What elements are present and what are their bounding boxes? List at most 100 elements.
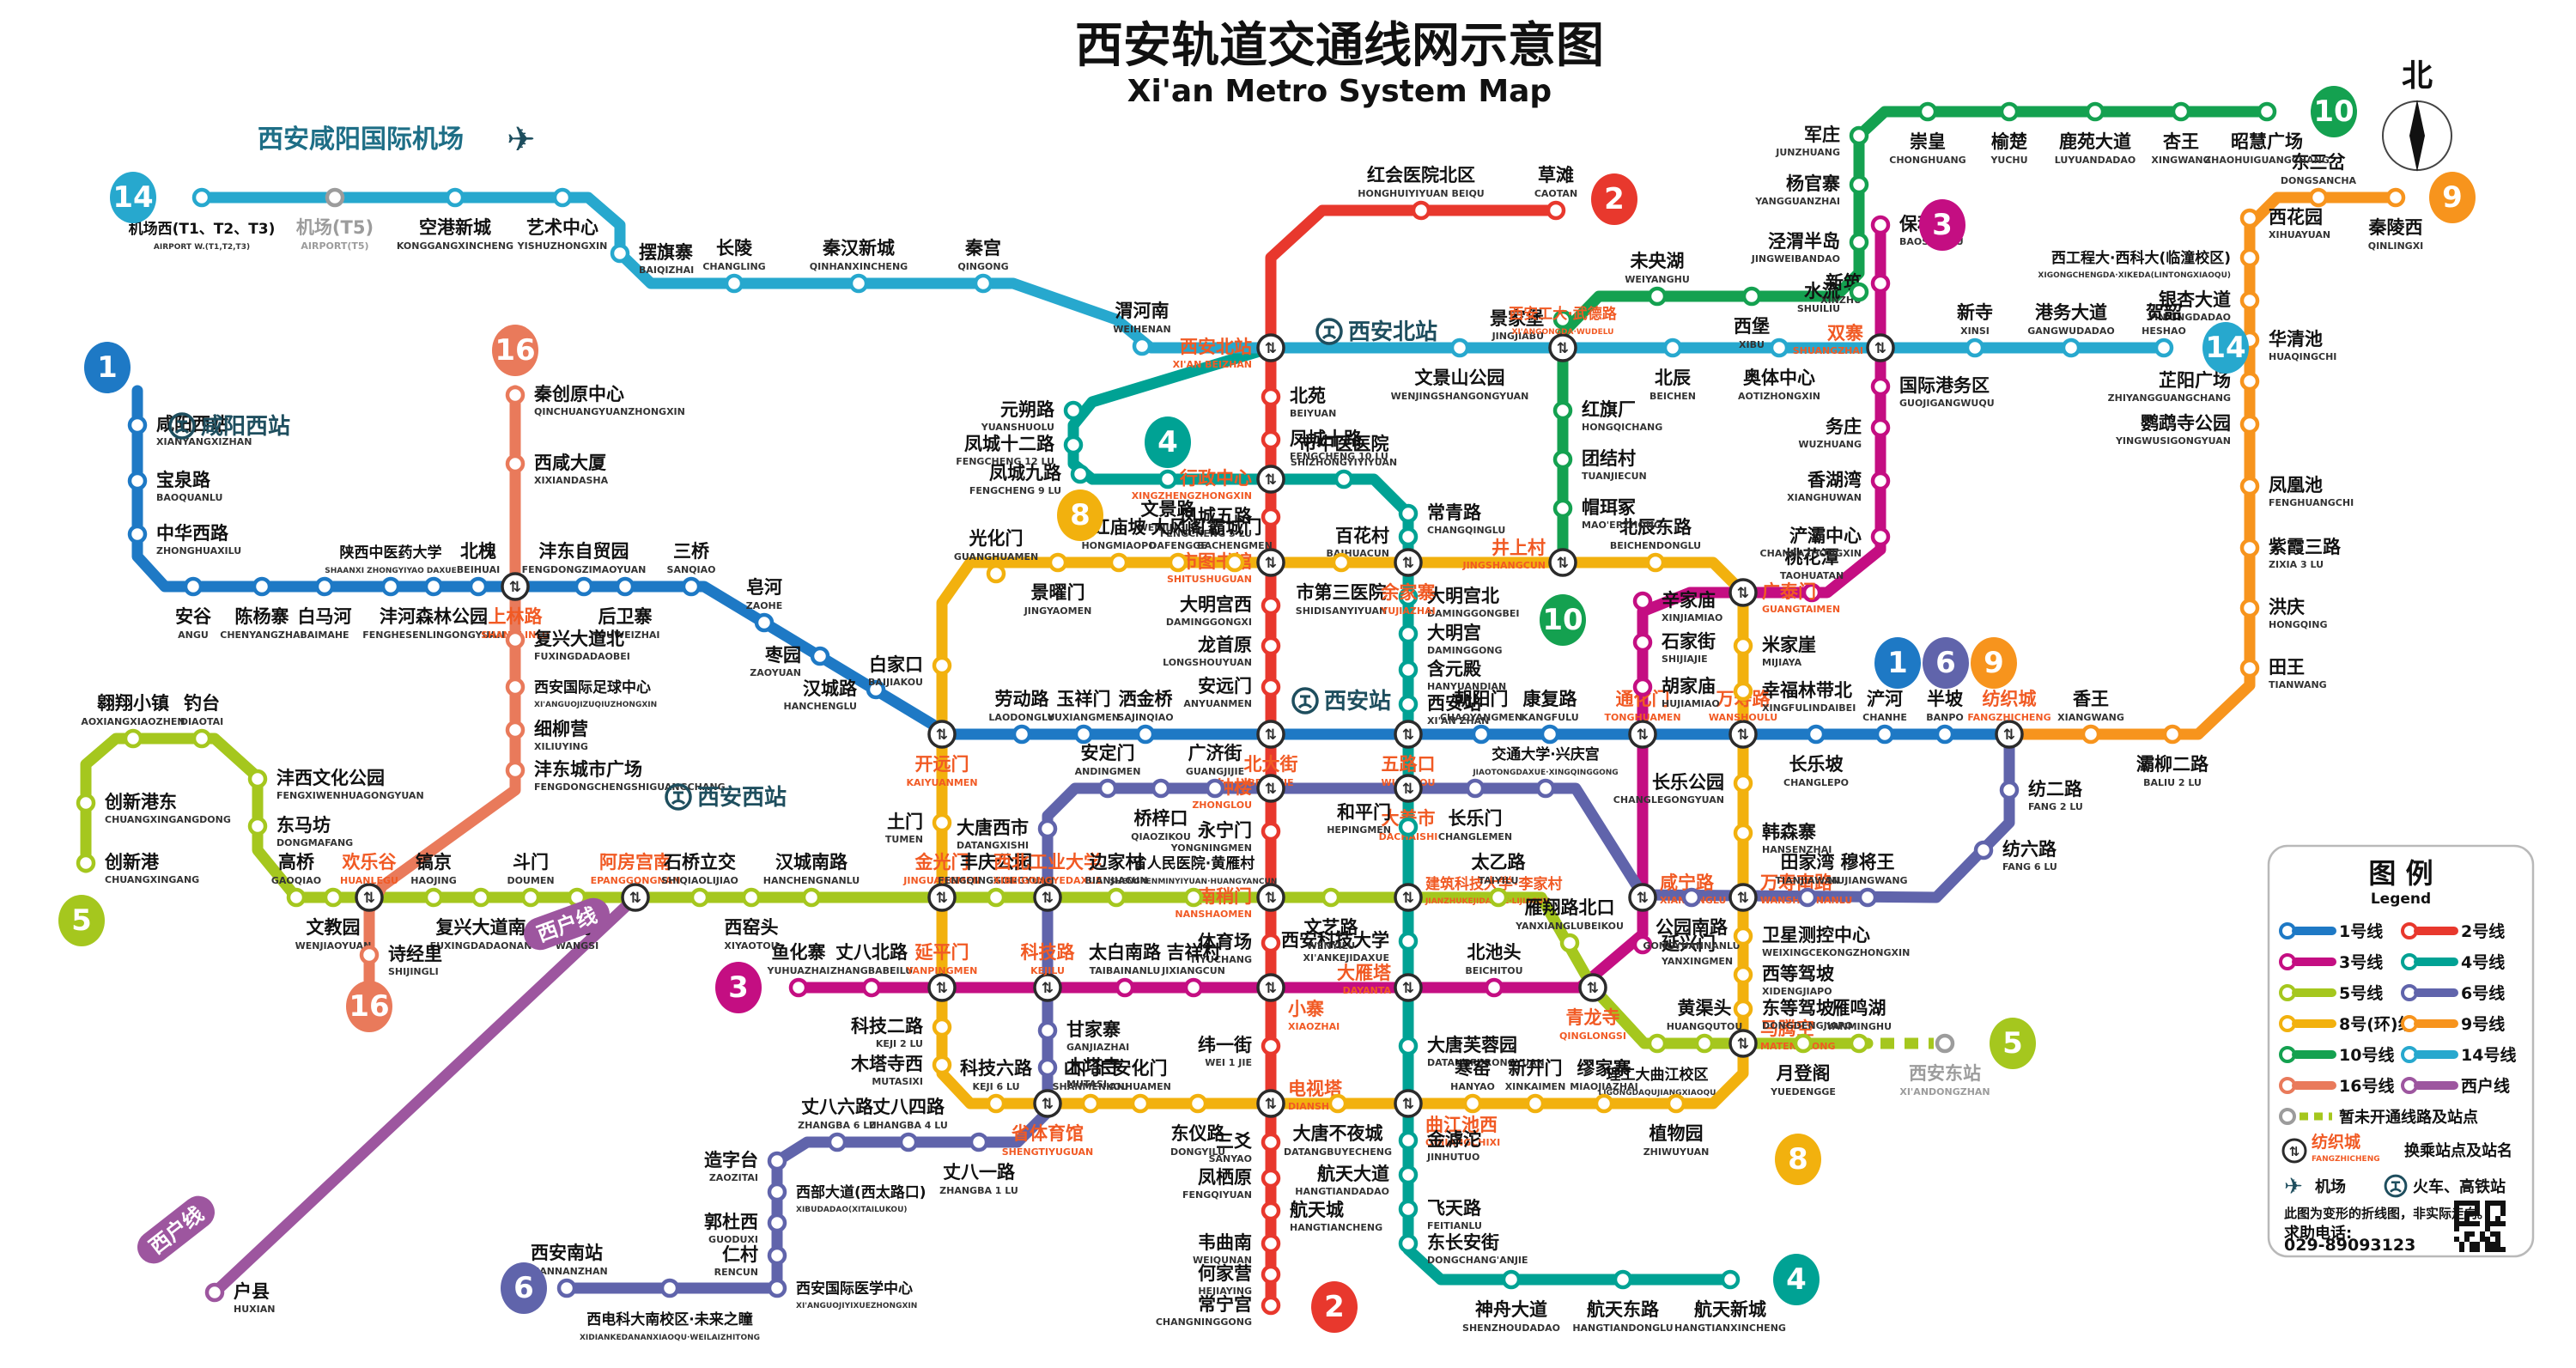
legend-item-label: 6号线	[2461, 983, 2505, 1003]
station-dot	[1733, 926, 1753, 946]
station-dot	[1733, 823, 1753, 843]
station-name: 沣东城市广场	[534, 759, 642, 780]
badge-number: 1	[1887, 646, 1908, 680]
transfer-arrows-icon: ⇅	[1737, 890, 1749, 907]
transfer-icon	[621, 883, 650, 912]
station-pinyin: CHUANGXINGANG	[105, 874, 199, 885]
station-name: 大明宫西	[1180, 594, 1252, 615]
station-name: 常青路	[1427, 502, 1482, 523]
station-name: 丈八一路	[943, 1162, 1016, 1183]
line-5	[80, 733, 1934, 1049]
station-pinyin: XIGONGCHENGDA·XIKEDA(LINTONGXIAOQU)	[2038, 271, 2231, 280]
station-pinyin: YUCHU	[1990, 155, 2027, 166]
station-name: 水流	[1804, 281, 1840, 301]
station-pinyin: DATANGFURONGYUAN	[1427, 1057, 1545, 1068]
legend-item-label: 14号线	[2461, 1045, 2516, 1065]
badge-line-10: 10	[1540, 594, 1586, 646]
station-name: 大明宫北	[1427, 586, 1499, 606]
station-dot	[1540, 724, 1560, 745]
station-pinyin: JINGWEIBANDAO	[1751, 253, 1840, 264]
station-name: 白马河	[298, 606, 352, 627]
station-dot	[1012, 724, 1032, 745]
station-dot	[1327, 1093, 1348, 1114]
station-name: 龙首原	[1198, 635, 1252, 655]
station-name: 东长安街	[1427, 1232, 1499, 1253]
station-dot	[1666, 1093, 1686, 1114]
station-pinyin: BAOQUANLU	[156, 492, 222, 503]
station-dot	[556, 1278, 577, 1298]
station-name: 井上村	[1492, 538, 1546, 558]
station-dot	[2239, 476, 2260, 496]
station-name: 航天东路	[1587, 1299, 1660, 1320]
transfer-arrows-icon: ⇅	[1265, 727, 1277, 744]
station-pinyin: SANYAO	[1209, 1153, 1252, 1164]
station-dot	[1874, 724, 1895, 745]
line-10	[1557, 106, 2273, 568]
station-name: 上林路	[489, 606, 544, 627]
legend-item-西户线: 西户线	[2401, 1076, 2510, 1096]
station-pinyin: XIXIANDASHA	[534, 475, 609, 486]
station-name: 欢乐谷	[342, 852, 398, 872]
station-dot	[520, 887, 541, 908]
station-name: 机场(T5)	[296, 217, 374, 238]
station-pinyin: YUEDENGGE	[1770, 1086, 1836, 1097]
station-name: 霸城门	[1208, 517, 1262, 538]
transfer-arrows-icon: ⇅	[1402, 980, 1414, 997]
station-dot	[2171, 101, 2191, 122]
badge-number: 14	[112, 180, 153, 215]
station-name: 米家崖	[1762, 635, 1816, 655]
station-pinyin: AOXIANGXIAOZHEN	[81, 716, 185, 727]
station-dot	[1115, 977, 1135, 998]
transfer-icon	[1866, 333, 1895, 362]
legend-item-2号线: 2号线	[2401, 921, 2505, 941]
station-dot	[1261, 635, 1281, 656]
station-pinyin: XIDENGJIAPO	[1762, 986, 1832, 997]
station-name: 西堡	[1734, 316, 1770, 337]
station-pinyin: HEJIAYING	[1198, 1286, 1252, 1297]
station-name: 西部大道(西太路口)	[796, 1183, 927, 1201]
station-dot	[1398, 817, 1419, 837]
station-dot	[1398, 1036, 1419, 1056]
station-pinyin: ZHAOHUIGUANGCHANG	[2204, 155, 2330, 166]
station-name: 西安站	[1427, 693, 1481, 714]
station-dot-unopened	[1935, 1033, 1955, 1054]
transfer-arrows-icon: ⇅	[1402, 1096, 1414, 1113]
station-name: 西工程大·西科大(临潼校区)	[2051, 249, 2231, 267]
station-name: 华清池	[2269, 329, 2323, 350]
station-name: 西安科技大学	[1281, 930, 1389, 951]
station-pinyin: XIBEIGONGYEDAXUE	[993, 875, 1103, 886]
station-pinyin: TIANJIAWAN	[1776, 875, 1840, 886]
station-pinyin: XI'AN BEIZHAN	[1173, 359, 1252, 370]
station-pinyin: XI'ANGUOJIYIXUEZHONGXIN	[796, 1302, 917, 1310]
station-pinyin: XINGFULINDAIBEI	[1762, 702, 1856, 714]
station-dot	[1917, 101, 1938, 122]
badge-line-6: 6	[1923, 637, 1969, 689]
station-name: 广泰门	[1762, 581, 1816, 602]
station-name: 穆将王	[1841, 852, 1895, 872]
station-name: 三桥	[673, 541, 710, 562]
badge-number: 4	[1157, 425, 1178, 459]
station-pinyin: DAYANTA	[1343, 985, 1392, 996]
station-dot	[1632, 934, 1653, 955]
station-pinyin: XI'ANDONGZHAN	[1899, 1086, 1990, 1097]
station-dot	[1048, 552, 1068, 573]
station-dot	[2239, 371, 2260, 392]
station-dot	[1694, 1033, 1715, 1054]
station-pinyin: CHONGHUANG	[1889, 155, 1965, 166]
station-dot	[986, 887, 1006, 908]
